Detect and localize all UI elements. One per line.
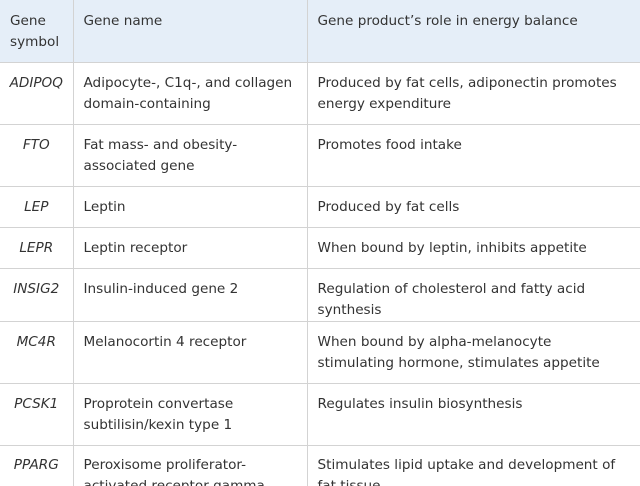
gene-symbol-cell: LEP <box>0 186 74 228</box>
gene-role-cell: When bound by leptin, inhibits appetite <box>307 227 640 269</box>
gene-symbol-cell: FTO <box>0 124 74 187</box>
table-row: ADIPOQ Adipocyte-, C1q-, and collagen do… <box>0 62 640 125</box>
table-header-row: Gene symbol Gene name Gene product’s rol… <box>0 0 640 63</box>
table-row: INSIG2 Insulin-induced gene 2 Regulation… <box>0 268 640 322</box>
gene-symbol-cell: LEPR <box>0 227 74 269</box>
gene-name-cell: Proprotein convertase subtilisin/kexin t… <box>73 383 308 446</box>
gene-symbol-cell: MC4R <box>0 321 74 384</box>
table-row: LEP Leptin Produced by fat cells <box>0 186 640 228</box>
gene-name-cell: Insulin-induced gene 2 <box>73 268 308 322</box>
gene-role-cell: When bound by alpha-melanocyte stimulati… <box>307 321 640 384</box>
gene-name-cell: Melanocortin 4 receptor <box>73 321 308 384</box>
gene-symbol-cell: PPARG <box>0 445 74 486</box>
gene-name-cell: Leptin receptor <box>73 227 308 269</box>
gene-role-cell: Stimulates lipid uptake and development … <box>307 445 640 486</box>
header-gene-name: Gene name <box>73 0 308 63</box>
gene-name-cell: Adipocyte-, C1q-, and collagen domain-co… <box>73 62 308 125</box>
gene-name-cell: Peroxisome proliferator-activated recept… <box>73 445 308 486</box>
gene-name-cell: Leptin <box>73 186 308 228</box>
header-gene-role: Gene product’s role in energy balance <box>307 0 640 63</box>
gene-role-cell: Produced by fat cells <box>307 186 640 228</box>
table-row: LEPR Leptin receptor When bound by lepti… <box>0 227 640 269</box>
gene-name-cell: Fat mass- and obesity-associated gene <box>73 124 308 187</box>
table-row: PCSK1 Proprotein convertase subtilisin/k… <box>0 383 640 446</box>
gene-role-cell: Produced by fat cells, adiponectin promo… <box>307 62 640 125</box>
table-row: MC4R Melanocortin 4 receptor When bound … <box>0 321 640 384</box>
gene-symbol-cell: ADIPOQ <box>0 62 74 125</box>
gene-symbol-cell: PCSK1 <box>0 383 74 446</box>
table-row: PPARG Peroxisome proliferator-activated … <box>0 445 640 486</box>
gene-role-cell: Regulation of cholesterol and fatty acid… <box>307 268 640 322</box>
table-row: FTO Fat mass- and obesity-associated gen… <box>0 124 640 187</box>
gene-role-cell: Promotes food intake <box>307 124 640 187</box>
gene-symbol-cell: INSIG2 <box>0 268 74 322</box>
header-gene-symbol: Gene symbol <box>0 0 74 63</box>
gene-role-cell: Regulates insulin biosynthesis <box>307 383 640 446</box>
